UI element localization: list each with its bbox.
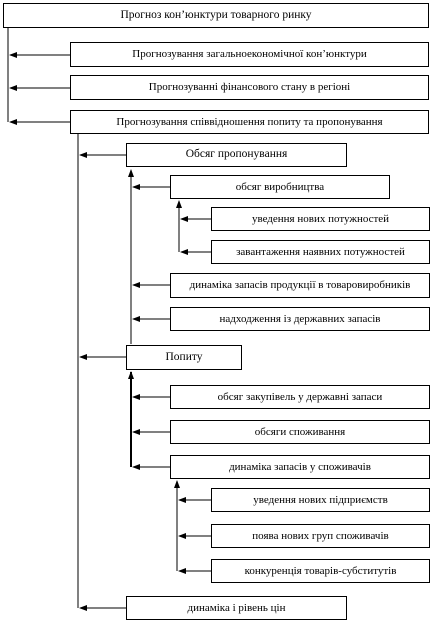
state-reserves-inflow-box: надходження із державних запасів	[170, 307, 430, 331]
new-capacities-box: уведення нових потужностей	[211, 207, 430, 231]
new-consumer-groups-box: поява нових груп споживачів	[211, 524, 430, 548]
state-purchases-box: обсяг закупівель у державні запаси	[170, 385, 430, 409]
new-enterprises-box: уведення нових підприємств	[211, 488, 430, 512]
production-volume-box: обсяг виробництва	[170, 175, 390, 199]
financial-state-box: Прогнозуванні фінансового стану в регіон…	[70, 75, 429, 100]
consumption-volume-box: обсяги споживання	[170, 420, 430, 444]
consumer-stocks-box: динаміка запасів у споживачів	[170, 455, 430, 479]
price-dynamics-box: динаміка і рівень цін	[126, 596, 347, 620]
general-conjuncture-box: Прогнозування загальноекономічної кон’юн…	[70, 42, 429, 67]
existing-capacities-box: завантаження наявних потужностей	[211, 240, 430, 264]
root-box: Прогноз кон’юнктури товарного ринку	[3, 3, 429, 28]
supply-volume-box: Обсяг пропонування	[126, 143, 347, 167]
substitute-competition-box: конкуренція товарів-субститутів	[211, 559, 430, 583]
producer-stock-dynamics-box: динаміка запасів продукції в товаровироб…	[170, 273, 430, 298]
demand-box: Попиту	[126, 345, 242, 370]
supply-demand-ratio-box: Прогнозування співвідношення попиту та п…	[70, 110, 429, 134]
